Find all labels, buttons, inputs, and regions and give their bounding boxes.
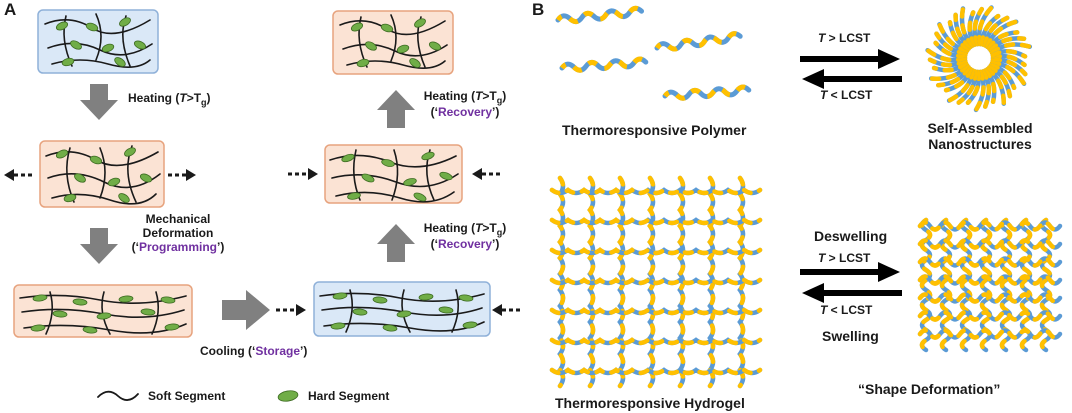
micelle-arm-accent xyxy=(934,31,969,56)
equilibrium-arrow-bottom-forward xyxy=(800,262,900,282)
hydrogel-strand-horizontal-accent xyxy=(549,217,763,226)
hard-segments-initial xyxy=(55,17,147,67)
label-bottom-below-lcst: T < LCST xyxy=(820,303,873,317)
network-stored xyxy=(319,289,485,333)
gel-strand-horizontal-accent xyxy=(917,274,1063,286)
hydrogel-strand-horizontal-accent xyxy=(549,307,763,316)
micelle-arm-accent xyxy=(965,69,982,105)
gel-strand-horizontal-accent xyxy=(917,256,1063,268)
micelle-arm-accent xyxy=(937,22,970,53)
gel-strand-horizontal-accent xyxy=(917,310,1063,322)
label-cooling: Cooling (‘Storage’) xyxy=(200,344,308,358)
label-heating-1: Heating (T>Tg) xyxy=(128,91,211,108)
equilibrium-arrow-top-reverse xyxy=(802,69,902,89)
legend-hard-segment-icon xyxy=(277,390,299,402)
gel-strand-horizontal-accent xyxy=(917,220,1063,232)
micelle-arm-accent xyxy=(946,68,976,103)
arrow-recovery-up-lower xyxy=(377,224,415,262)
label-bottom-above-lcst: T > LCST xyxy=(818,251,871,265)
micelle-arm-accent xyxy=(987,30,1020,51)
legend-soft-segment-label: Soft Segment xyxy=(148,389,226,403)
arrow-cooling-right xyxy=(222,290,270,330)
micelle xyxy=(925,5,1033,113)
hydrogel-strand-horizontal-accent xyxy=(549,337,763,346)
micelle-arm-accent xyxy=(989,60,1027,87)
micelle-arm-accent xyxy=(928,63,970,82)
micelle-arm-accent xyxy=(982,68,997,105)
force-arrow-into-stored-left xyxy=(276,304,306,316)
micelle-arm-accent xyxy=(973,69,986,113)
micelle-arm-accent xyxy=(931,60,969,73)
label-heating-recovery-lower: Heating (T>Tg) (‘Recovery’) xyxy=(423,221,507,251)
hard-segments-deformed xyxy=(30,294,180,334)
gel-strand-horizontal-accent xyxy=(917,328,1063,340)
hydrogel-strand-horizontal-accent xyxy=(549,277,763,286)
micelle-arm-accent xyxy=(980,69,992,109)
micelle-arm-accent xyxy=(953,12,973,50)
micelle-arm-accent xyxy=(943,66,973,93)
gel-strand-horizontal-accent xyxy=(917,292,1063,304)
micelle-arm-accent xyxy=(972,6,985,47)
hydrogel-network xyxy=(549,175,763,389)
label-top-below-lcst: T < LCST xyxy=(820,88,873,102)
hydrogel-strand-horizontal-accent xyxy=(549,367,763,376)
micelle-arm-accent xyxy=(980,13,1001,47)
arrow-heating-down xyxy=(80,84,118,120)
micelle-arm-accent xyxy=(936,65,971,88)
micelle-arm-accent xyxy=(990,53,1027,68)
hard-segments-partial xyxy=(341,151,453,202)
micelle-arm-accent xyxy=(982,15,1010,48)
label-deswelling: Deswelling xyxy=(814,228,888,244)
gel-strand-horizontal-accent xyxy=(917,238,1063,250)
equilibrium-arrow-top-forward xyxy=(800,49,900,69)
hard-segments-heated xyxy=(55,147,153,203)
polymer-chains xyxy=(558,8,749,100)
micelle-arm-accent xyxy=(947,20,971,51)
micelle-arm-accent xyxy=(987,65,1013,99)
force-arrow-into-partial-left xyxy=(288,168,318,180)
arrow-deformation-down xyxy=(80,228,118,264)
panel-label-b: B xyxy=(532,0,545,19)
caption-self-assembled-nanostructures: Self-Assembled Nanostructures xyxy=(927,120,1033,153)
caption-thermoresponsive-hydrogel: Thermoresponsive Hydrogel xyxy=(555,395,745,411)
hard-segments-stored xyxy=(330,292,478,332)
arrow-recovery-up-upper xyxy=(377,90,415,128)
micelle-arm-accent xyxy=(988,63,1017,91)
force-arrow-left xyxy=(4,169,32,181)
micelle-arm-accent xyxy=(976,5,994,47)
equilibrium-arrow-bottom-reverse xyxy=(802,283,902,303)
micelle-arm-accent xyxy=(967,10,978,47)
micelle-arm-accent xyxy=(990,49,1028,59)
micelle-arm-accent xyxy=(989,42,1033,56)
micelle-arm-accent xyxy=(988,36,1027,53)
legend-soft-segment-icon xyxy=(97,390,139,401)
force-arrow-into-stored-right xyxy=(492,304,520,316)
caption-thermoresponsive-polymer: Thermoresponsive Polymer xyxy=(562,122,747,138)
micelle-arm-accent xyxy=(933,40,968,59)
micelle-arm-accent xyxy=(956,69,978,105)
hydrogel-strand-horizontal-accent xyxy=(549,187,763,196)
micelle-arm-accent xyxy=(959,6,976,48)
panel-label-a: A xyxy=(4,0,17,19)
micelle-arm-accent xyxy=(985,19,1019,50)
caption-shape-deformation: “Shape Deformation” xyxy=(858,381,1001,397)
collapsed-gel xyxy=(917,217,1063,353)
force-arrow-right xyxy=(168,169,196,181)
label-heating-recovery-upper: Heating (T>Tg) (‘Recovery’) xyxy=(423,89,507,119)
box-heated xyxy=(39,140,165,208)
hydrogel-strand-horizontal-accent xyxy=(549,247,763,256)
hard-segments-recovered xyxy=(350,18,442,68)
label-swelling: Swelling xyxy=(822,328,879,344)
label-top-above-lcst: T > LCST xyxy=(818,31,871,45)
micelle-arms xyxy=(925,5,1033,113)
micelle-arm-accent xyxy=(925,47,968,63)
micelle-arm-accent xyxy=(985,66,1007,106)
label-mechanical-deformation: Mechanical Deformation (‘Programming’) xyxy=(131,212,225,254)
micelle-arm-accent xyxy=(927,57,968,68)
force-arrow-into-partial-right xyxy=(472,168,500,180)
micelle-arm-accent xyxy=(990,57,1028,77)
legend-hard-segment-label: Hard Segment xyxy=(308,389,390,403)
